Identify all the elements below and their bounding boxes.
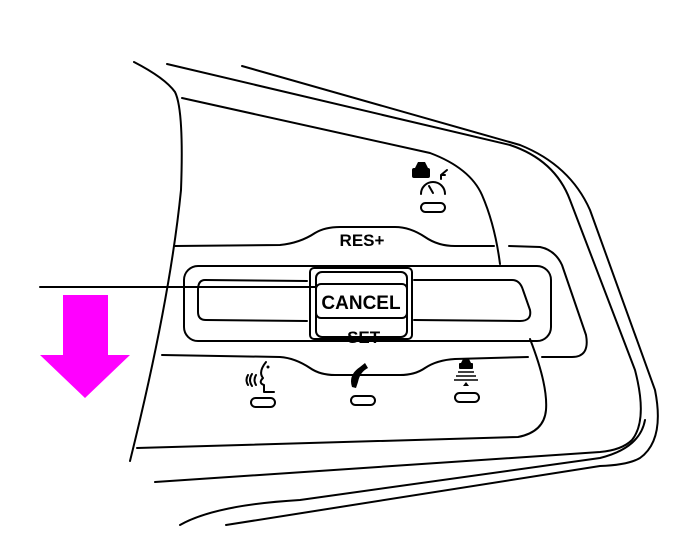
cancel-housing (309, 267, 413, 340)
set-minus-label: SET- (347, 328, 385, 347)
cruise-distance-button[interactable] (420, 202, 446, 213)
phone-button[interactable] (350, 395, 376, 406)
voice-command-button[interactable] (250, 397, 276, 408)
cancel-label-frame (315, 283, 408, 319)
lane-keeping-assist-icon (454, 359, 478, 386)
wheel-middle-edge (154, 63, 642, 483)
lane-keeping-button[interactable] (454, 392, 480, 403)
phone-icon (351, 363, 368, 388)
rocker-switch[interactable] (183, 265, 552, 342)
cancel-label: CANCEL (321, 293, 401, 314)
set-band-line (161, 354, 529, 376)
wheel-outer-edge (225, 65, 659, 526)
switch-panel-outline (181, 97, 501, 265)
wheel-left-edge (129, 61, 183, 462)
switch-panel-outline-lower (136, 338, 548, 449)
cruise-distance-speedometer-icon (412, 162, 448, 195)
rocker-left-inner (197, 279, 308, 322)
rocker-right-inner (413, 279, 532, 322)
res-plus-label: RES+ (340, 231, 385, 250)
res-band-line (174, 226, 495, 247)
right-band-line (508, 245, 588, 358)
wheel-lower-edge (179, 419, 646, 526)
down-arrow-indicator (40, 295, 130, 398)
voice-command-icon (245, 361, 275, 393)
